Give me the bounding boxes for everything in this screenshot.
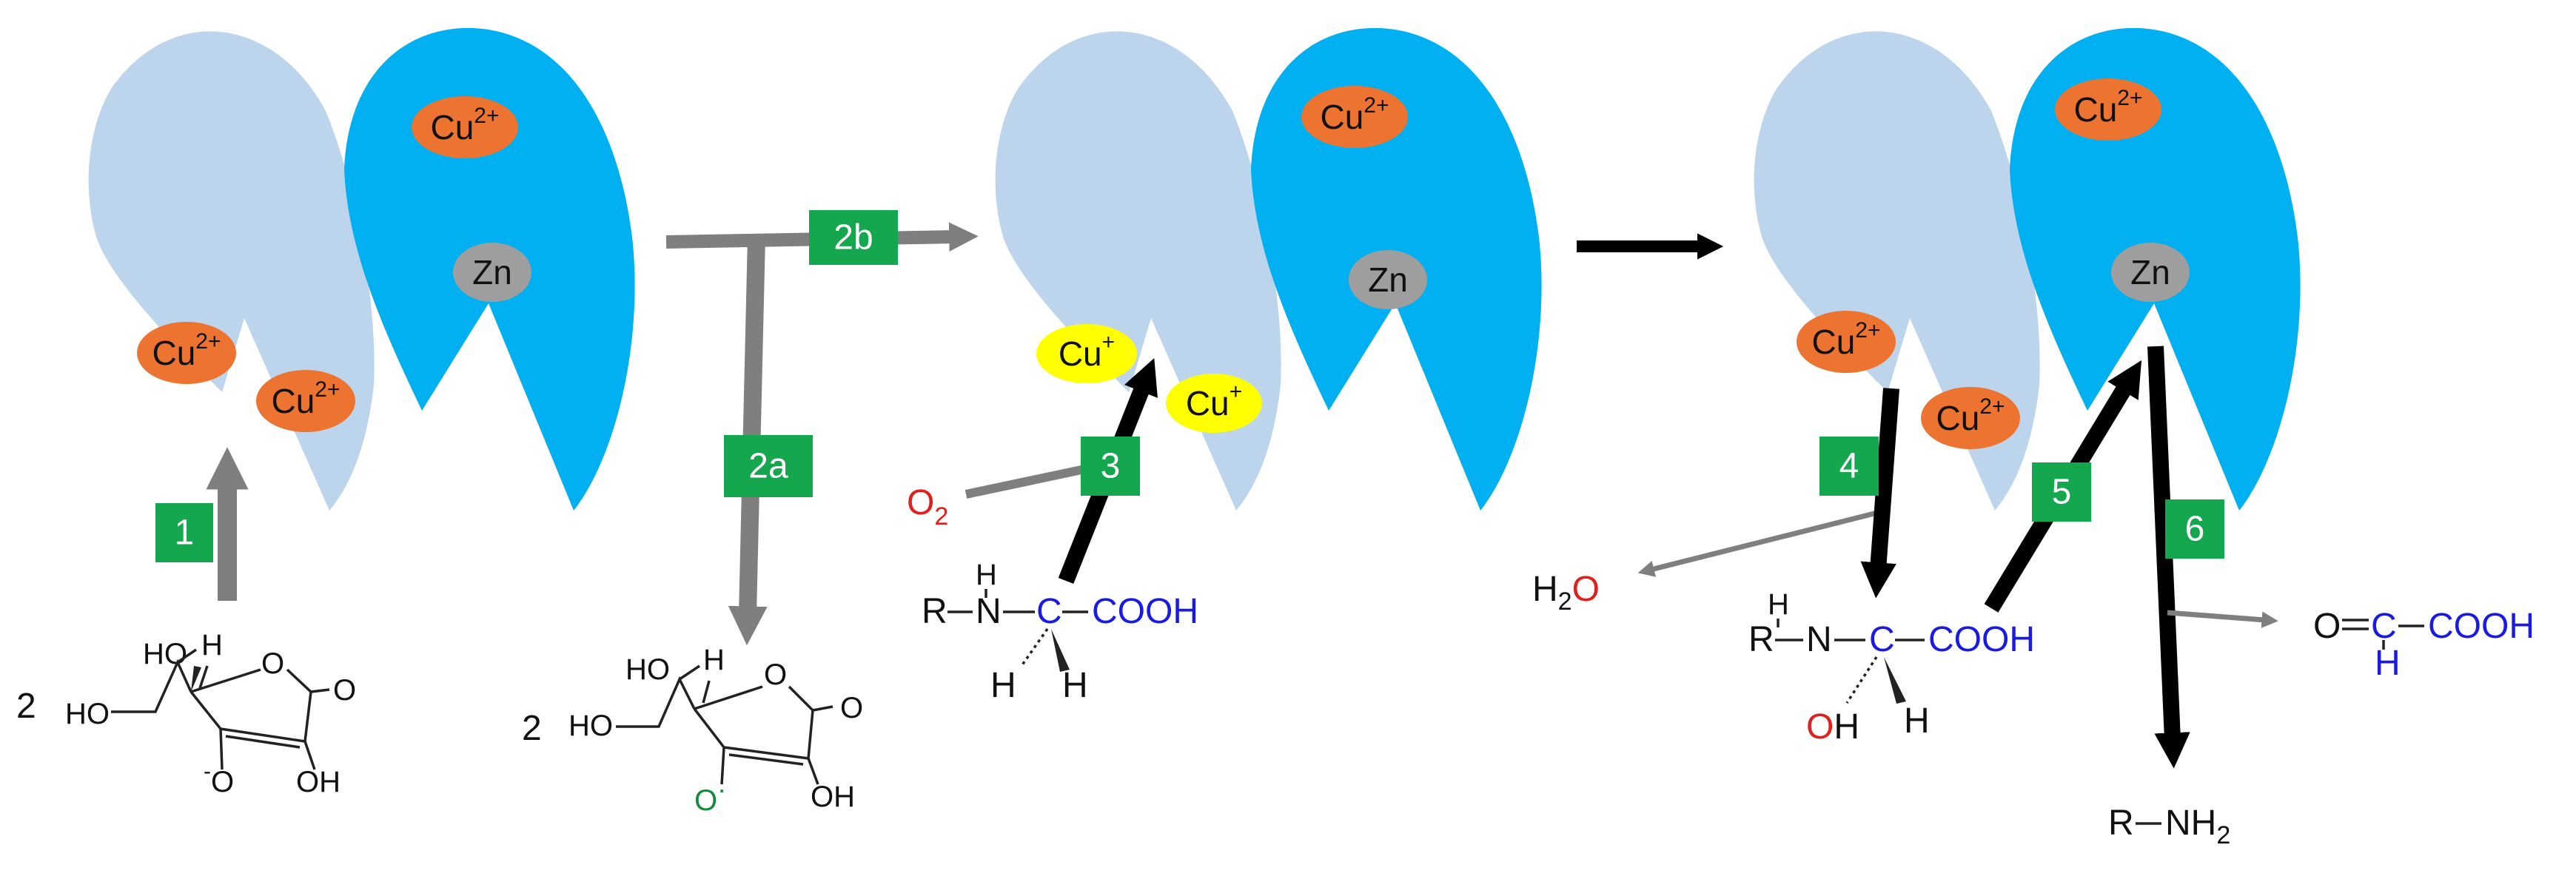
svg-text:1: 1 [175, 513, 195, 553]
amide-product: R NH2 [2108, 804, 2230, 849]
zn-ion: Zn [1349, 250, 1427, 309]
svg-text:Cu2+: Cu2+ [271, 377, 340, 421]
cu1-ion: Cu+ [1036, 324, 1137, 383]
enzyme-state-2: Cu2+ Zn Cu+ Cu+ [995, 27, 1542, 511]
enzyme-state-1: Cu2+ Zn Cu2+ Cu2+ [88, 27, 635, 511]
svg-text:C: C [1036, 592, 1062, 631]
step-2b-label: 2b [809, 210, 898, 265]
svg-text:HO: HO [625, 653, 670, 686]
zn-ion: Zn [2111, 243, 2190, 302]
svg-text:5: 5 [2052, 473, 2072, 512]
step-4-arrow [1860, 388, 1899, 599]
svg-text:O: O [840, 692, 863, 724]
svg-text:N: N [1806, 620, 1832, 659]
substrate-molecule: H R N C COOH H H [922, 559, 1198, 705]
water-molecule: H2O [1532, 570, 1600, 616]
step-4-label: 4 [1819, 437, 1879, 496]
svg-text:HO: HO [65, 698, 110, 730]
o2-input-arrow [965, 463, 1093, 499]
glyoxylate-output-arrow [2167, 610, 2278, 628]
step-2a-label: 2a [724, 435, 813, 497]
cu2-ion: Cu2+ [256, 370, 355, 432]
svg-text:COOH: COOH [2428, 607, 2535, 646]
cu2-ion: Cu2+ [1797, 311, 1896, 373]
svg-text:H: H [1904, 701, 1930, 741]
step-6-arrow [2147, 346, 2190, 769]
svg-text:H: H [2375, 644, 2401, 683]
svg-text:C: C [1869, 620, 1895, 659]
svg-text:Zn: Zn [1368, 260, 1408, 299]
oxygen-molecule: O2 [907, 483, 948, 531]
svg-text:H2O: H2O [1532, 570, 1600, 616]
svg-text:HO: HO [568, 710, 613, 742]
cu2-ion: Cu2+ [412, 96, 518, 158]
cu2-ion: Cu2+ [137, 322, 236, 384]
svg-text:Cu+: Cu+ [1186, 380, 1242, 423]
hydroxylated-intermediate: H R N C COOH OH H [1748, 588, 2035, 747]
svg-text:4: 4 [1839, 447, 1859, 486]
svg-text:2a: 2a [748, 447, 788, 486]
ascorbate-molecule: 2 HO HO H O O -O OH [16, 629, 356, 798]
svg-text:H: H [1768, 588, 1789, 621]
cu2-ion: Cu2+ [2055, 78, 2161, 141]
svg-text:Cu2+: Cu2+ [1811, 318, 1880, 362]
svg-text:R: R [1748, 620, 1774, 659]
svg-text:O·: O· [694, 774, 726, 817]
zn-ion: Zn [453, 243, 531, 302]
cu1-ion: Cu+ [1166, 374, 1262, 433]
svg-text:O: O [2313, 607, 2341, 646]
svg-text:3: 3 [1101, 447, 1121, 486]
svg-text:Cu2+: Cu2+ [430, 104, 499, 147]
step-1-label: 1 [155, 503, 213, 562]
svg-text:Zn: Zn [472, 253, 512, 292]
step-5-label: 5 [2032, 462, 2091, 522]
svg-text:COOH: COOH [1092, 592, 1198, 631]
svg-text:H: H [703, 644, 725, 676]
svg-text:Cu2+: Cu2+ [1936, 394, 2005, 438]
svg-text:2: 2 [16, 687, 36, 726]
svg-text:R: R [922, 592, 947, 631]
svg-text:COOH: COOH [1928, 620, 2035, 659]
svg-text:6: 6 [2185, 510, 2205, 549]
svg-text:Cu2+: Cu2+ [2073, 86, 2142, 129]
svg-text:OH: OH [1806, 707, 1859, 747]
step-6-label: 6 [2165, 499, 2224, 559]
svg-text:2b: 2b [833, 218, 873, 257]
svg-text:-O: -O [204, 759, 234, 798]
svg-text:NH2: NH2 [2165, 804, 2230, 849]
glyoxylate-product: O C COOH H [2313, 607, 2535, 683]
water-output-arrow [1637, 509, 1881, 577]
svg-text:OH: OH [811, 781, 855, 813]
svg-text:R: R [2108, 804, 2134, 843]
svg-text:O: O [333, 674, 356, 707]
step-3-label: 3 [1081, 437, 1140, 496]
svg-text:N: N [976, 592, 1002, 631]
svg-text:Cu2+: Cu2+ [1320, 93, 1389, 137]
svg-text:O: O [764, 659, 787, 691]
svg-text:Cu+: Cu+ [1059, 330, 1115, 374]
svg-text:Cu2+: Cu2+ [152, 329, 221, 373]
svg-text:H: H [1062, 666, 1088, 705]
step-2a-arrow [728, 236, 768, 646]
svg-text:2: 2 [522, 709, 542, 748]
svg-text:HO: HO [143, 638, 187, 670]
svg-text:H: H [976, 559, 997, 591]
svg-text:H: H [201, 629, 223, 661]
cu2-ion: Cu2+ [1301, 86, 1408, 148]
svg-text:H: H [990, 666, 1016, 705]
ascorbate-radical-molecule: 2 HO HO H O O O· OH [522, 644, 863, 817]
svg-text:Zn: Zn [2130, 253, 2170, 292]
svg-text:C: C [2371, 607, 2397, 646]
svg-text:OH: OH [296, 766, 341, 798]
cu2-ion: Cu2+ [1921, 387, 2020, 449]
enzyme-lobe-light [88, 31, 375, 511]
svg-text:O: O [261, 647, 284, 680]
enzyme-state-3: Cu2+ Zn Cu2+ Cu2+ [1754, 27, 2301, 511]
svg-text:O2: O2 [907, 483, 948, 531]
